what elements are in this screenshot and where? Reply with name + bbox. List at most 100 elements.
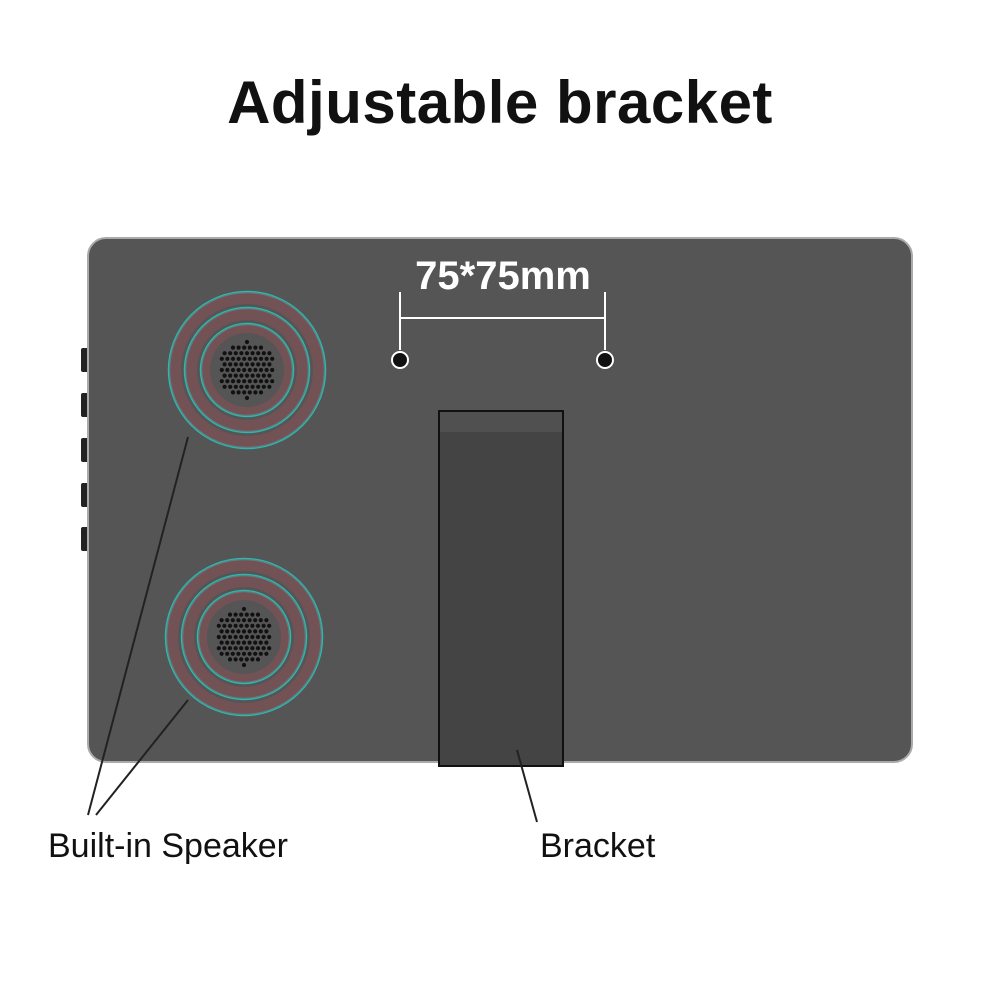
speaker-grille-hole xyxy=(230,345,236,350)
vesa-hole-icon xyxy=(391,351,614,369)
speaker-grille-hole xyxy=(233,612,238,617)
speaker-grille-hole xyxy=(227,634,233,640)
speaker-grille-hole xyxy=(236,367,241,373)
speaker-grille-hole xyxy=(264,618,269,623)
speaker-grille-hole xyxy=(230,356,236,361)
speaker-grille-hole xyxy=(247,356,252,361)
speaker-grille-hole xyxy=(244,634,249,640)
speaker-grille-hole xyxy=(253,651,258,656)
speaker-grille-hole xyxy=(253,640,258,645)
speaker-label: Built-in Speaker xyxy=(48,827,289,865)
speaker-grille-hole xyxy=(244,384,250,389)
speaker-grille-hole xyxy=(222,384,227,389)
speaker-grille-hole xyxy=(222,362,227,367)
vesa-size-label: 75*75mm xyxy=(415,254,591,298)
speaker-grille-hole xyxy=(216,623,221,628)
speaker-grille-hole xyxy=(241,640,247,645)
speaker-grille-hole xyxy=(222,646,227,651)
speaker-grille-hole xyxy=(239,362,244,367)
speaker-grille-hole xyxy=(247,618,252,623)
speaker-grille-hole xyxy=(255,612,261,617)
speaker-grille-hole xyxy=(227,612,233,617)
speaker-grille-hole xyxy=(244,373,250,378)
speaker-grille-hole xyxy=(253,390,258,395)
speaker-grille-hole xyxy=(256,384,261,389)
page-title: Adjustable bracket xyxy=(227,69,773,136)
speaker-grille-hole xyxy=(230,651,235,656)
speaker-grille-hole xyxy=(264,356,269,361)
speaker-grille-hole xyxy=(253,356,258,361)
speaker-grille-hole xyxy=(258,356,264,361)
speaker-grille-hole xyxy=(244,612,249,617)
speaker-grille-hole xyxy=(233,657,238,662)
speaker-grille-hole xyxy=(219,640,224,645)
speaker-grille-hole xyxy=(241,606,247,612)
speaker-grille-hole xyxy=(242,345,247,350)
speaker-grille-hole xyxy=(236,345,241,350)
speaker-grille-hole xyxy=(222,373,227,378)
speaker-grille-hole xyxy=(242,356,247,361)
speaker-grille-hole xyxy=(244,646,249,651)
speaker-grille-hole xyxy=(242,367,247,373)
speaker-grille-hole xyxy=(219,379,224,384)
speaker-grille-hole xyxy=(239,657,244,662)
speaker-grille-hole xyxy=(225,629,230,634)
speaker-grille-hole xyxy=(267,634,272,640)
bracket-label: Bracket xyxy=(540,827,656,865)
speaker-grille-hole xyxy=(228,384,233,389)
speaker-grille-hole xyxy=(267,623,272,628)
speaker-grille-hole xyxy=(258,390,264,395)
speaker-grille-hole xyxy=(247,379,252,384)
speaker-grille-hole xyxy=(264,640,269,645)
speaker-grille-hole xyxy=(264,629,269,634)
speaker-grille-hole xyxy=(230,629,235,634)
speaker-grille-hole xyxy=(250,384,255,389)
speaker-grille-hole xyxy=(267,351,272,356)
speaker-grille-hole xyxy=(261,351,266,356)
speaker-grille-hole xyxy=(267,646,272,651)
speaker-grille-hole xyxy=(227,623,233,628)
speaker-grille-hole xyxy=(230,640,235,645)
speaker-grille-hole xyxy=(239,612,244,617)
speaker-grille-hole xyxy=(219,367,224,373)
speaker-grille-hole xyxy=(228,362,233,367)
speaker-grille-hole xyxy=(267,384,272,389)
speaker-grille-hole xyxy=(261,646,266,651)
speaker-grille-hole xyxy=(264,379,269,384)
speaker-grille-hole xyxy=(250,362,255,367)
speaker-grille-hole xyxy=(261,362,266,367)
speaker-grille-hole xyxy=(253,379,258,384)
speaker-grille-hole xyxy=(227,646,233,651)
speaker-grille-hole xyxy=(230,390,236,395)
speaker-grille-hole xyxy=(256,373,261,378)
speaker-grille-hole xyxy=(236,356,241,361)
speaker-grille-hole xyxy=(253,618,258,623)
speaker-grille-hole xyxy=(242,379,247,384)
speaker-grille-hole xyxy=(261,623,266,628)
speaker-grille-hole xyxy=(267,362,272,367)
speaker-grille-hole xyxy=(247,367,252,373)
speaker-grille-hole xyxy=(258,640,263,645)
speaker-grille-hole xyxy=(236,379,241,384)
speaker-grille-hole xyxy=(230,367,236,373)
speaker-grille-hole xyxy=(250,623,255,628)
leader-lines xyxy=(87,436,538,823)
speaker-grille-hole xyxy=(239,623,244,628)
speaker-grille-hole xyxy=(244,339,250,345)
speaker-grille-hole xyxy=(255,634,261,640)
speaker-grille-hole xyxy=(219,629,224,634)
speaker-grille-hole xyxy=(241,618,247,623)
speaker-icon xyxy=(167,290,327,450)
speaker-grille-hole xyxy=(267,373,272,378)
speaker-grille-hole xyxy=(270,367,275,373)
speaker-grille-hole xyxy=(233,351,238,356)
speaker-grille-hole xyxy=(244,362,250,367)
speaker-grille-hole xyxy=(216,634,221,640)
speaker-grille-hole xyxy=(239,384,244,389)
speaker-grille-hole xyxy=(244,623,249,628)
speaker-grille-hole xyxy=(222,634,227,640)
speaker-grille-hole xyxy=(270,379,275,384)
speaker-grille-hole xyxy=(239,646,244,651)
speaker-grille-hole xyxy=(233,623,238,628)
